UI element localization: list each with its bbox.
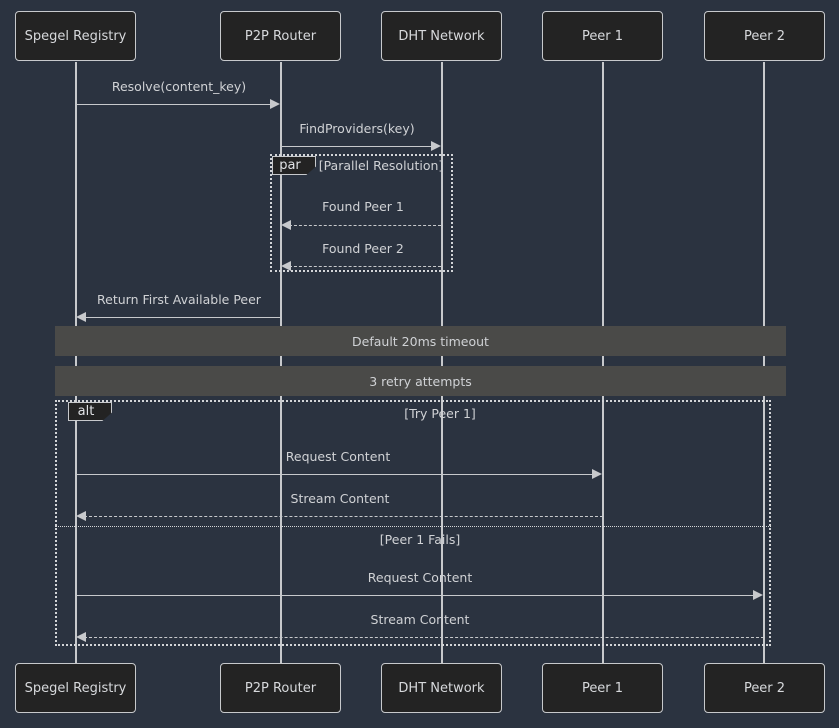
lifeline-dht [441, 62, 443, 663]
fragment-alt-else-condition: [Peer 1 Fails] [379, 532, 461, 547]
fragment-alt-condition: [Try Peer 1] [404, 406, 476, 421]
lifeline-peer1 [602, 62, 604, 663]
actor-label: DHT Network [398, 28, 485, 44]
arrow-head-findproviders [431, 141, 441, 151]
actor-box-dht-top[interactable]: DHT Network [381, 11, 502, 61]
message-label-request-content-peer2: Request Content [367, 570, 473, 585]
arrow-head-request-content-peer2 [753, 590, 763, 600]
actor-box-router-top[interactable]: P2P Router [220, 11, 341, 61]
arrow-head-found-peer-2 [281, 261, 291, 271]
message-label-found-peer-1: Found Peer 1 [322, 199, 404, 214]
actor-label: DHT Network [398, 680, 485, 696]
message-line-findproviders [281, 146, 432, 147]
actor-label: P2P Router [244, 28, 317, 44]
fragment-alt-keyword: alt [68, 402, 112, 421]
fragment-keyword-label: par [279, 158, 301, 173]
actor-label: Spegel Registry [24, 680, 127, 696]
message-label-stream-content-peer1: Stream Content [290, 491, 390, 506]
actor-box-router-bottom[interactable]: P2P Router [220, 663, 341, 713]
message-line-request-content-peer2 [76, 595, 754, 596]
message-line-found-peer-2 [289, 266, 441, 267]
arrow-head-stream-content-peer1 [76, 511, 86, 521]
actor-label: P2P Router [244, 680, 317, 696]
arrow-head-request-content-peer1 [592, 469, 602, 479]
message-line-stream-content-peer2 [84, 637, 764, 638]
actor-box-spegel-top[interactable]: Spegel Registry [15, 11, 136, 61]
actor-box-peer1-bottom[interactable]: Peer 1 [542, 663, 663, 713]
message-label-found-peer-2: Found Peer 2 [322, 241, 404, 256]
message-label-stream-content-peer2: Stream Content [370, 612, 470, 627]
actor-label: Peer 2 [743, 28, 786, 44]
message-label-resolve: Resolve(content_key) [111, 79, 247, 94]
fragment-par-condition: [Parallel Resolution] [318, 158, 444, 173]
arrow-head-found-peer-1 [281, 220, 291, 230]
note-label: Default 20ms timeout [352, 333, 489, 349]
message-label-request-content-peer1: Request Content [285, 449, 391, 464]
message-line-resolve [76, 104, 271, 105]
fragment-keyword-label: alt [77, 404, 95, 419]
lifeline-router [280, 62, 282, 663]
message-label-return-first-peer: Return First Available Peer [97, 292, 261, 307]
actor-label: Peer 1 [581, 28, 624, 44]
lifeline-spegel [75, 62, 77, 663]
actor-box-peer2-top[interactable]: Peer 2 [704, 11, 825, 61]
arrow-head-stream-content-peer2 [76, 632, 86, 642]
lifeline-peer2 [763, 62, 765, 663]
fragment-alt [55, 400, 771, 646]
actor-box-dht-bottom[interactable]: DHT Network [381, 663, 502, 713]
actor-box-peer1-top[interactable]: Peer 1 [542, 11, 663, 61]
message-line-found-peer-1 [289, 225, 441, 226]
actor-label: Spegel Registry [24, 28, 127, 44]
actor-box-peer2-bottom[interactable]: Peer 2 [704, 663, 825, 713]
note-label: 3 retry attempts [369, 373, 472, 389]
fragment-par-keyword: par [272, 156, 316, 175]
actor-label: Peer 2 [743, 680, 786, 696]
arrow-head-return-first-peer [76, 312, 86, 322]
fragment-alt-else-divider [55, 526, 771, 527]
note-retry-attempts: 3 retry attempts [55, 366, 786, 396]
message-label-findproviders: FindProviders(key) [299, 121, 415, 136]
message-line-stream-content-peer1 [84, 516, 603, 517]
actor-label: Peer 1 [581, 680, 624, 696]
message-line-request-content-peer1 [76, 474, 593, 475]
message-line-return-first-peer [84, 317, 281, 318]
note-default-timeout: Default 20ms timeout [55, 326, 786, 356]
actor-box-spegel-bottom[interactable]: Spegel Registry [15, 663, 136, 713]
arrow-head-resolve [270, 99, 280, 109]
